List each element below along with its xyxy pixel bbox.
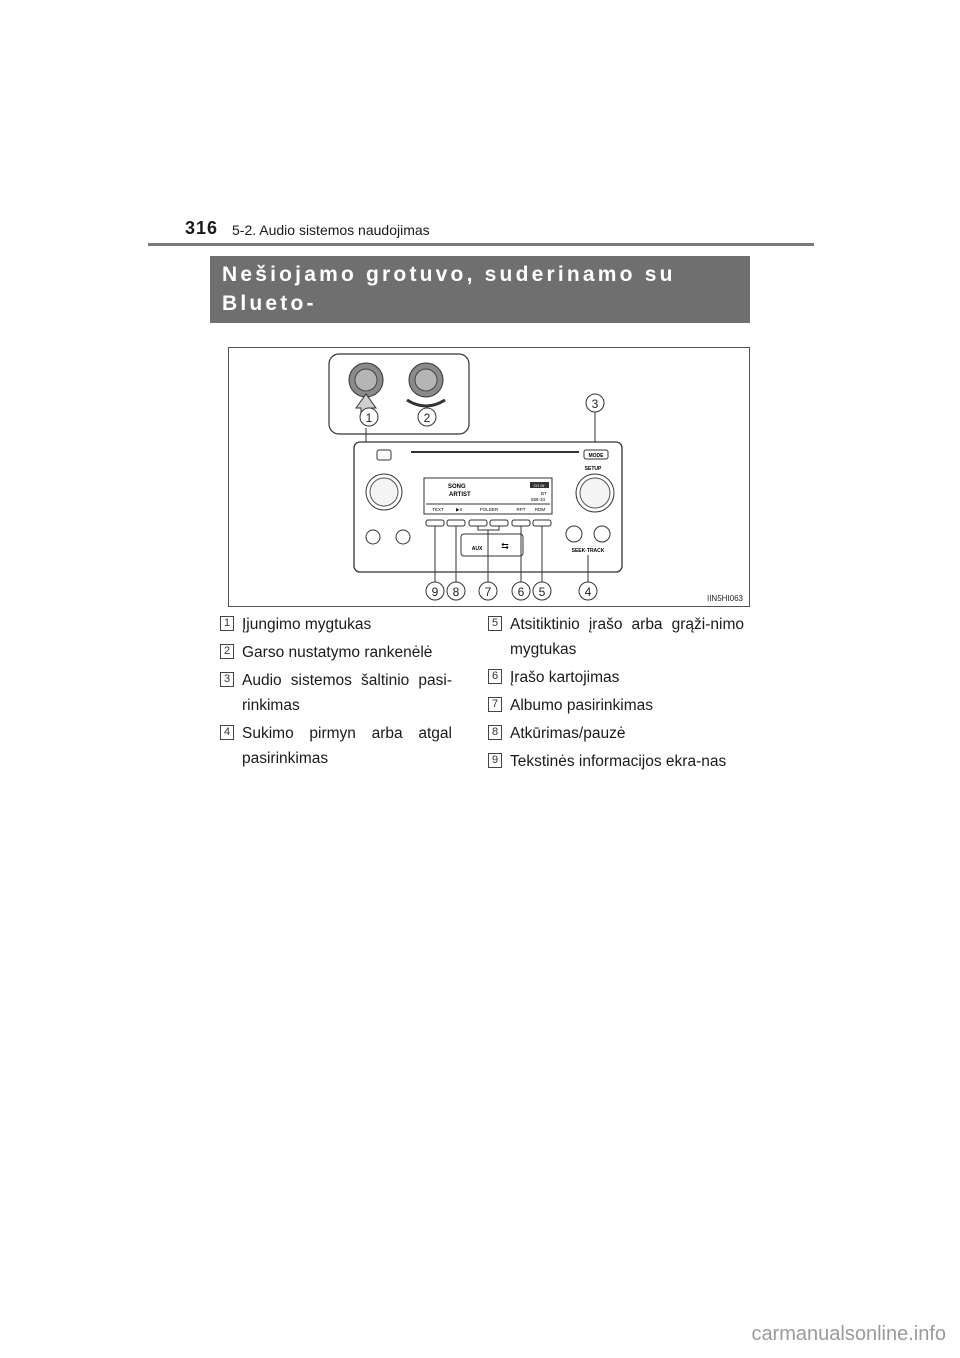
seek-back-button [565, 525, 583, 543]
song-label: SONG [448, 484, 466, 490]
heading-part-2: oth [222, 327, 265, 350]
legend-item: 7 Albumo pasirinkimas [488, 693, 744, 718]
page-number: 316 [185, 218, 219, 238]
audio-unit-drawing: 1 2 3 MODE SETUP SONG ARTIST CD IN BT 55… [328, 353, 623, 601]
text-button [425, 519, 445, 527]
legend-item: 5 Atsitiktinio įrašo arba grąži-nimo mygt… [488, 612, 744, 662]
folder-up-button [489, 519, 509, 527]
callout-1: 1 [366, 411, 373, 425]
folder-label: FOLDER [480, 507, 499, 512]
knob-inset [328, 353, 470, 435]
legend-item: 1 Įjungimo mygtukas [220, 612, 452, 637]
figure-code: IIN5HI063 [706, 594, 743, 603]
legend-text: Albumo pasirinkimas [510, 697, 653, 714]
legend-text: Garso nustatymo rankenėlė [242, 644, 433, 661]
legend-text: Tekstinės informacijos ekra-nas [510, 753, 727, 770]
legend-num: 9 [488, 753, 502, 768]
legend-right: 5 Atsitiktinio įrašo arba grąži-nimo mygt… [488, 612, 744, 777]
aux-usb-panel [460, 533, 524, 557]
seek-track-label: SEEK·TRACK [572, 548, 605, 554]
callout-5: 5 [539, 585, 546, 599]
legend-num: 2 [220, 644, 234, 659]
watermark-link[interactable]: carmanualsonline.info [751, 1323, 946, 1345]
rdm-button [532, 519, 552, 527]
callout-3: 3 [592, 397, 599, 411]
heading-part-1: Nešiojamo grotuvo, suderinamo su Blueto- [222, 263, 676, 315]
legend-num: 7 [488, 697, 502, 712]
mode-label: MODE [589, 453, 605, 459]
mode-button [583, 449, 609, 460]
header-rule [148, 243, 814, 246]
audio-unit-figure: 1 2 3 MODE SETUP SONG ARTIST CD IN BT 55… [228, 347, 750, 607]
setup-label: SETUP [585, 466, 602, 472]
legend-item: 8 Atkūrimas/pauzė [488, 721, 744, 746]
legend-num: 1 [220, 616, 234, 631]
play-pause-button [446, 519, 466, 527]
callout-2: 2 [424, 411, 431, 425]
heading-banner: Nešiojamo grotuvo, suderinamo su Blueto-… [210, 256, 750, 350]
seek-forward-button [593, 525, 611, 543]
time-label: 558·33 [531, 497, 546, 502]
legend-num: 6 [488, 669, 502, 684]
rpt-label: RPT [517, 507, 526, 512]
usb-icon: ⇆ [501, 541, 509, 551]
legend-num: 5 [488, 616, 502, 631]
hangup-button [395, 529, 411, 545]
callout-6: 6 [518, 585, 525, 599]
legend-item: 9 Tekstinės informacijos ekra-nas [488, 749, 744, 774]
rdm-label: RDM [535, 507, 545, 512]
rpt-button [511, 519, 531, 527]
callout-8: 8 [453, 585, 460, 599]
cd-in-label: CD IN [534, 483, 545, 488]
section-title: 5-2. Audio sistemos naudojimas [232, 222, 430, 238]
legend-item: 4 Sukimo pirmyn arba atgal pasirinkimas [220, 721, 452, 771]
legend-text: Įrašo kartojimas [510, 669, 620, 686]
eject-button [376, 449, 392, 461]
legend-text: Įjungimo mygtukas [242, 616, 372, 633]
turn-arrow-icon [406, 398, 446, 408]
callout-4: 4 [585, 585, 592, 599]
legend-item: 3 Audio sistemos šaltinio pasi-rinkimas [220, 668, 452, 718]
bt-label: BT [541, 491, 547, 496]
legend-num: 4 [220, 725, 234, 740]
artist-label: ARTIST [449, 492, 471, 498]
registered-mark: ® [264, 324, 275, 340]
legend-item: 6 Įrašo kartojimas [488, 665, 744, 690]
phone-button [365, 529, 381, 545]
legend-text: Sukimo pirmyn arba atgal pasirinkimas [242, 725, 452, 767]
text-label: TEXT [432, 507, 444, 512]
callout-9: 9 [432, 585, 439, 599]
legend-text: Atsitiktinio įrašo arba grąži-nimo mygtu… [510, 616, 744, 658]
legend-num: 3 [220, 672, 234, 687]
legend-num: 8 [488, 725, 502, 740]
legend-item: 2 Garso nustatymo rankenėlė [220, 640, 452, 665]
legend-text: Audio sistemos šaltinio pasi-rinkimas [242, 672, 452, 714]
legend-left: 1 Įjungimo mygtukas 2 Garso nustatymo rank… [220, 612, 452, 774]
legend-text: Atkūrimas/pauzė [510, 725, 626, 742]
aux-label: AUX [472, 546, 483, 552]
play-pause-label: ▶II [456, 507, 462, 512]
callout-7: 7 [485, 585, 492, 599]
folder-down-button [468, 519, 488, 527]
heading-part-3: , valdymas [274, 327, 414, 350]
